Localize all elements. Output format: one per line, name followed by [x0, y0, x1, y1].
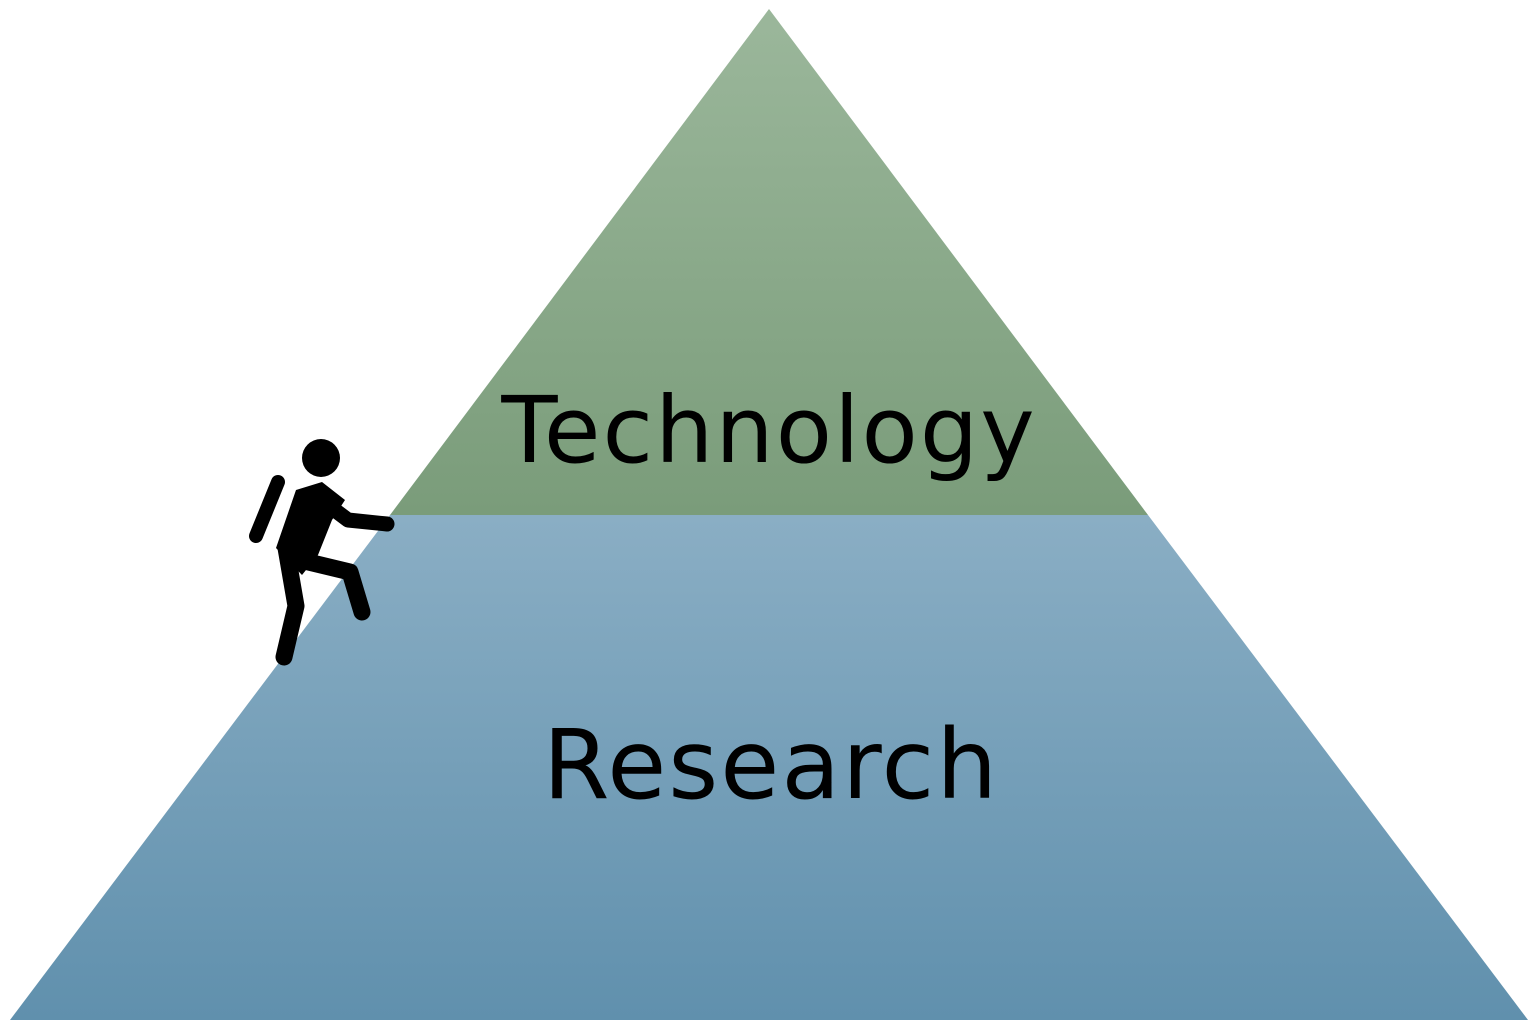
climber-head — [302, 439, 340, 477]
pyramid-bottom-tier — [10, 515, 1528, 1020]
climber-arm — [308, 488, 395, 532]
pyramid-top-tier — [390, 9, 1148, 515]
bottom-tier-label: Research — [543, 709, 999, 821]
climber-right-leg — [291, 551, 371, 621]
top-tier-label: Technology — [500, 377, 1036, 484]
climber-left-leg — [275, 539, 305, 666]
climber-icon — [249, 439, 395, 666]
climber-backpack — [249, 475, 285, 543]
